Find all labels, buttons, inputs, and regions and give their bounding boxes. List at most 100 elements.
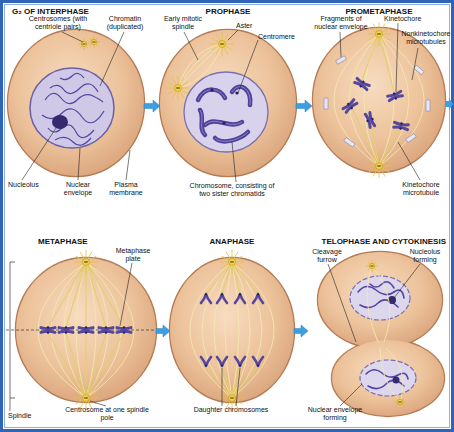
prometaphase-cell-contents-part: [387, 90, 403, 102]
prometaphase-cell-contents-part-part: [379, 34, 394, 92]
telophase-cell-contents-part-part: [370, 282, 394, 288]
telophase-cell-contents-part: [367, 266, 403, 402]
anaphase-cell-contents-part: [235, 293, 245, 303]
anaphase-cell-contents-part-part: [202, 262, 232, 398]
prophase-cell-contents-part: [198, 87, 250, 142]
anaphase-cell-contents-part-part: [232, 262, 258, 294]
leader-lines-part: [22, 128, 56, 180]
leader-lines-part: [120, 263, 132, 326]
metaphase-cell-contents: [6, 250, 160, 410]
anaphase-cell-contents-part-part: [206, 366, 232, 398]
callout-label: Kinetochore: [384, 15, 432, 23]
cell-membrane: [160, 30, 296, 176]
callout-label: Chromosome, consisting of two sister chr…: [186, 182, 278, 198]
prophase-cell-contents-part-part: [200, 110, 205, 135]
prometaphase-cell-contents-part-part: [344, 137, 355, 147]
prophase-cell-contents-part: [222, 121, 225, 124]
prometaphase-cell-contents-part-part: [414, 65, 424, 74]
prometaphase-cell-contents: [324, 22, 430, 178]
callout-label: Plasma membrane: [104, 181, 148, 197]
leader-lines-part: [90, 401, 106, 406]
prometaphase-cell-contents-part: [364, 112, 376, 128]
prometaphase-cell-contents-part-part: [379, 34, 424, 166]
callout-label: Chromatin (duplicated): [102, 15, 148, 31]
callout-label: Daughter chromosomes: [190, 406, 272, 414]
prophase-cell-contents-part-part: [215, 132, 248, 141]
prophase-cell-contents-part-part: [215, 132, 248, 141]
g2-cell-contents-part: [78, 38, 90, 50]
stage-title: ANAPHASE: [170, 237, 294, 246]
continue-arrow: [446, 98, 453, 110]
leader-lines-part: [100, 32, 124, 86]
prophase-cell-contents-part-part: [205, 121, 242, 125]
cell-membrane: [313, 28, 445, 172]
leader-lines-part: [394, 264, 420, 298]
prophase-cell-contents-part-part: [178, 44, 222, 88]
callout-label: Nuclear envelope forming: [304, 406, 366, 422]
prometaphase-cell-contents-part: [334, 34, 424, 166]
anaphase-cell-contents-part: [220, 250, 244, 274]
callout-label: Metaphase plate: [110, 247, 156, 263]
g2-cell-contents-part-part: [50, 84, 98, 94]
anaphase-cell-contents: [190, 250, 274, 410]
cell-cytoplasm: [160, 30, 296, 176]
leader-lines-part: [126, 150, 130, 180]
prometaphase-cell-contents-part: [354, 77, 370, 91]
anaphase-cell-contents-part: [217, 293, 227, 303]
leader-lines-part: [328, 264, 356, 342]
anaphase-cell-contents-part: [253, 293, 263, 303]
stage-arrow: [294, 325, 308, 337]
leader-lines-part: [238, 40, 258, 93]
leader-lines-part: [412, 48, 418, 80]
metaphase-cell-contents-part: [59, 326, 73, 334]
callout-label: Centromere: [258, 33, 302, 41]
anaphase-cell-contents-part: [235, 357, 245, 367]
frame-inner: [5, 5, 450, 428]
callout-label: Nucleolus forming: [402, 248, 448, 264]
callout-label: Fragments of nuclear envelope: [308, 15, 374, 31]
prophase-cell-contents-part-part: [178, 44, 222, 88]
callout-label: Kinetochore microtubule: [392, 181, 450, 197]
metaphase-cell-contents-part: [10, 262, 15, 398]
cell-cytoplasm: [170, 258, 294, 402]
prophase-cell-contents-part: [166, 76, 190, 100]
cell-cytoplasm: [332, 340, 444, 416]
cell-cytoplasm: [313, 28, 445, 172]
leader-lines-part: [236, 368, 240, 406]
prometaphase-cell-contents-part-part: [426, 100, 430, 111]
prophase-cell-contents-part-part: [232, 87, 250, 105]
anaphase-cell-contents-part-part: [214, 262, 232, 398]
prometaphase-cell-contents-part: [342, 99, 358, 114]
prophase-cell-contents-part-part: [200, 110, 205, 135]
prometaphase-cell-contents-part-part: [324, 98, 328, 109]
callout-label: Early mitotic spindle: [158, 15, 208, 31]
telophase-cell-contents-part-part: [372, 266, 390, 342]
g2-cell-contents-part: [42, 73, 104, 145]
metaphase-cell-contents-part-part: [66, 262, 86, 327]
prophase-cell-contents-part: [198, 87, 250, 142]
callout-label: Nuclear envelope: [58, 181, 98, 197]
g2-cell-contents-part: [88, 36, 100, 48]
anaphase-cell-contents-part: [253, 357, 263, 367]
anaphase-cell-contents-part: [201, 293, 211, 303]
callout-label: Aster: [236, 22, 266, 30]
callout-label: Centrosomes (with centriole pairs): [16, 15, 100, 31]
leader-lines: [10, 23, 420, 411]
metaphase-cell-contents-part: [99, 326, 113, 334]
telophase-cell-contents-part-part: [367, 266, 378, 342]
g2-cell-contents-part: [30, 68, 114, 148]
telophase-cell-contents-part: [393, 377, 400, 384]
anaphase-cell-contents-part: [190, 262, 274, 398]
prophase-cell-contents-part: [210, 88, 213, 91]
prophase-cell-contents-part: [178, 44, 222, 88]
stage-title: G₂ OF INTERPHASE: [12, 7, 122, 16]
anaphase-cell-contents-part-part: [232, 262, 274, 398]
cell-cytoplasm: [8, 30, 144, 176]
leader-lines-part: [340, 32, 341, 57]
anaphase-cell-contents-part-part: [190, 262, 232, 398]
leader-lines-part: [222, 368, 223, 406]
anaphase-cell-contents-part-part: [206, 262, 232, 294]
